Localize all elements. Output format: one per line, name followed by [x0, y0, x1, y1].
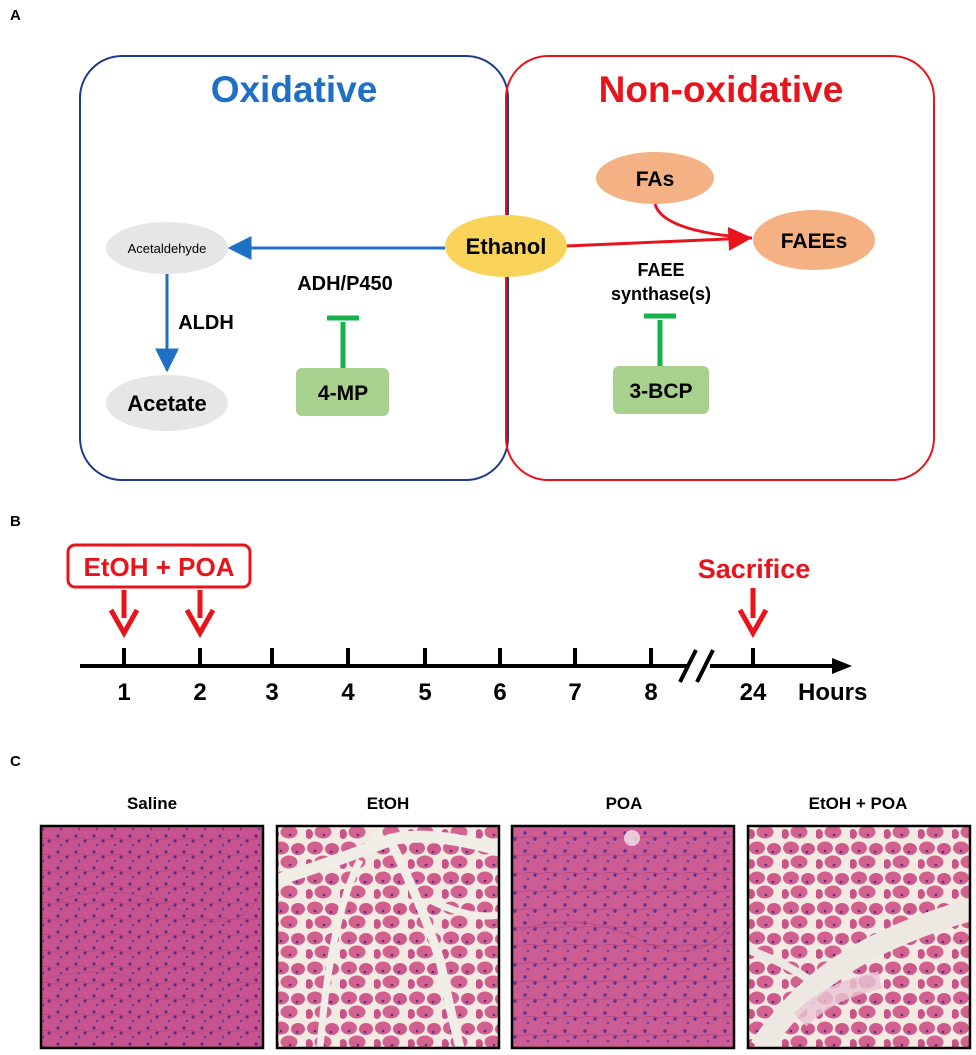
- acetate-label: Acetate: [127, 391, 206, 416]
- 4mp-label: 4-MP: [318, 382, 368, 405]
- timeline-tick-label-24: 24: [740, 679, 767, 706]
- acetate-node: [106, 375, 228, 431]
- sacrifice-arrow: [737, 588, 769, 639]
- panel-a-label: A: [10, 7, 21, 24]
- 3bcp-label: 3-BCP: [629, 380, 692, 403]
- treatment-box: [66, 543, 252, 589]
- non-oxidative-title: Non-oxidative: [599, 69, 844, 110]
- injection-arrow-2: [184, 590, 216, 639]
- non-oxidative-box: [505, 55, 935, 481]
- timeline-tick-label-7: 7: [568, 679, 581, 706]
- fas-label: FAs: [636, 168, 675, 191]
- etoh-label: EtOH: [367, 794, 410, 813]
- timeline-ticks: 1 2 3 4 5 6 7 8 24: [117, 648, 767, 706]
- poa-micrograph: [510, 824, 736, 1050]
- timeline-tick-label-1: 1: [117, 679, 130, 706]
- faee-synthase-label-line1: FAEE: [637, 260, 684, 280]
- faees-node: [753, 210, 875, 270]
- injection-arrow-1: [108, 590, 140, 639]
- ethanol-to-faees-arrow: [565, 226, 753, 251]
- panel-c-label: C: [10, 753, 21, 770]
- aldh-label: ALDH: [178, 312, 234, 334]
- treatment-label: EtOH + POA: [84, 552, 235, 582]
- axis-break-mark-2: [695, 649, 715, 683]
- 4mp-box: [296, 368, 389, 416]
- sacrifice-label: Sacrifice: [698, 554, 811, 584]
- poa-label: POA: [606, 794, 643, 813]
- oxidative-title: Oxidative: [211, 69, 378, 110]
- timeline-tick-label-4: 4: [341, 679, 355, 706]
- etoh-poa-micrograph: [746, 824, 972, 1050]
- timeline-arrowhead: [832, 658, 852, 674]
- ethanol-label: Ethanol: [466, 234, 547, 259]
- 3bcp-box: [613, 366, 709, 414]
- faees-label: FAEEs: [781, 230, 848, 253]
- saline-label: Saline: [127, 794, 177, 813]
- panel-b-label: B: [10, 513, 21, 530]
- fas-node: [596, 152, 714, 204]
- acetaldehyde-label: Acetaldehyde: [128, 241, 207, 256]
- timeline-tick-label-8: 8: [644, 679, 657, 706]
- hours-axis-label: Hours: [798, 679, 867, 706]
- ethanol-node: [445, 215, 567, 277]
- fas-to-faees-arrow: [653, 203, 753, 240]
- etoh-poa-label: EtOH + POA: [809, 794, 908, 813]
- timeline-tick-label-3: 3: [265, 679, 278, 706]
- timeline-tick-label-5: 5: [418, 679, 431, 706]
- faee-synthase-label-line2: synthase(s): [611, 284, 711, 304]
- timeline-tick-label-2: 2: [193, 679, 206, 706]
- acetaldehyde-node: [106, 222, 228, 274]
- axis-break-mark-1: [678, 649, 698, 683]
- etoh-micrograph: [275, 824, 501, 1050]
- saline-micrograph: [39, 824, 265, 1050]
- adh-p450-label: ADH/P450: [297, 273, 393, 295]
- timeline-tick-label-6: 6: [493, 679, 506, 706]
